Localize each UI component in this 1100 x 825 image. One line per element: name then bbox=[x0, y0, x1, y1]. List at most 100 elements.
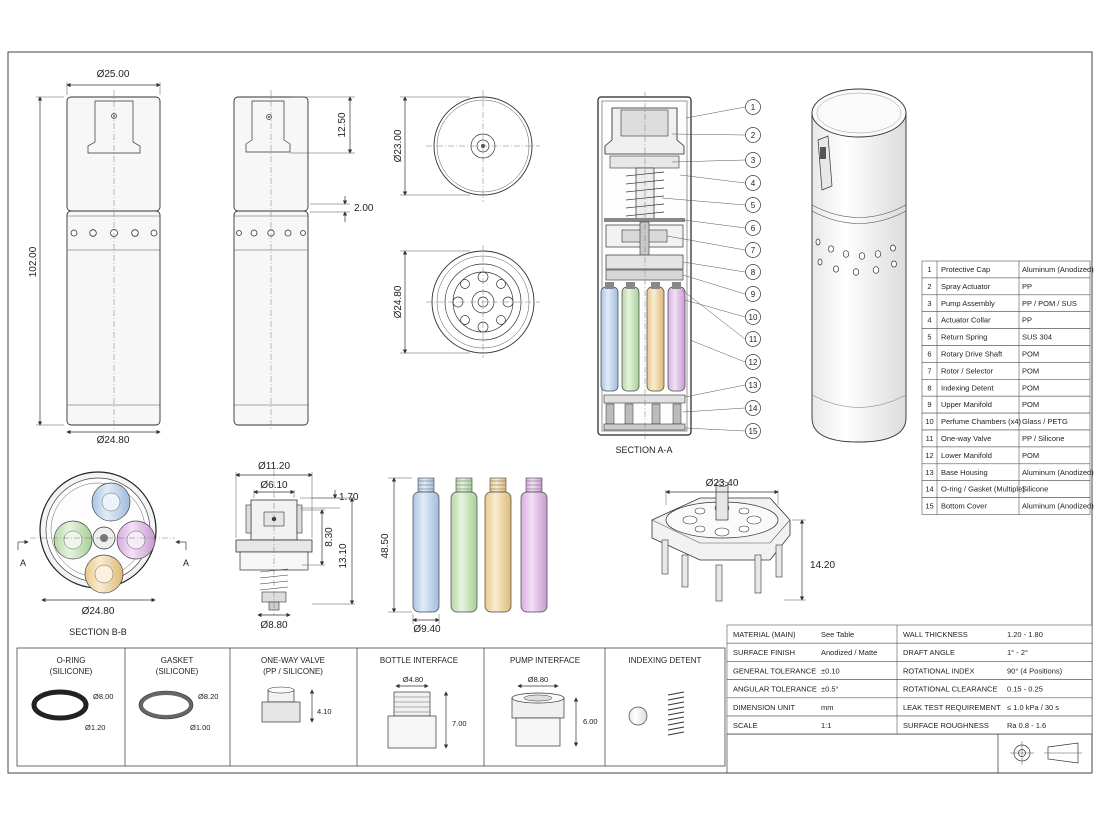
rotor-detail-view: Ø23.40 14.20 bbox=[651, 478, 835, 602]
dim-d9-40: Ø9.40 bbox=[413, 624, 441, 635]
svg-text:7.00: 7.00 bbox=[452, 719, 467, 728]
bom-row bbox=[921, 497, 1091, 515]
bom-number: 5 bbox=[927, 333, 931, 342]
bom-part-name: Return Spring bbox=[941, 333, 987, 342]
balloon-2: 2 bbox=[751, 131, 756, 140]
dim-h14-20: 14.20 bbox=[810, 560, 835, 571]
balloon-callouts: 1 2 3 4 5 6 7 8 9 10 11 12 13 14 15 bbox=[661, 99, 761, 439]
dim-h13-10: 13.10 bbox=[338, 543, 349, 568]
bom-material: SUS 304 bbox=[1022, 333, 1052, 342]
vial-pink bbox=[520, 477, 548, 613]
spec-value: See Table bbox=[821, 630, 854, 639]
detail-gasket: GASKET (SILICONE) Ø8.20 Ø1.00 bbox=[138, 656, 218, 732]
bom-number: 13 bbox=[925, 468, 933, 477]
bom-part-name: Base Housing bbox=[941, 468, 988, 477]
balloon-6: 6 bbox=[751, 224, 756, 233]
balloon-11: 11 bbox=[749, 335, 758, 344]
svg-text:Ø1.20: Ø1.20 bbox=[85, 723, 105, 732]
balloon-7: 7 bbox=[751, 246, 756, 255]
svg-text:Ø4.80: Ø4.80 bbox=[403, 675, 423, 684]
bom-number: 2 bbox=[927, 282, 931, 291]
bom-material: Glass / PETG bbox=[1022, 417, 1068, 426]
spec-key: MATERIAL (MAIN) bbox=[733, 630, 796, 639]
third-angle-projection-icon bbox=[1010, 741, 1082, 765]
bom-part-name: Pump Assembly bbox=[941, 299, 995, 308]
spec-key: ANGULAR TOLERANCE bbox=[733, 685, 817, 694]
svg-text:Ø1.00: Ø1.00 bbox=[190, 723, 210, 732]
dim-h12-50: 12.50 bbox=[337, 112, 348, 137]
dim-d24-80-front: Ø24.80 bbox=[97, 435, 130, 446]
bom-part-name: One-way Valve bbox=[941, 434, 991, 443]
balloon-10: 10 bbox=[749, 313, 758, 322]
isometric-view bbox=[811, 88, 907, 443]
svg-text:ONE-WAY VALVE: ONE-WAY VALVE bbox=[261, 656, 325, 665]
spec-value: 90° (4 Positions) bbox=[1007, 666, 1063, 675]
section-chambers bbox=[600, 282, 686, 392]
bom-material: Aluminum (Anodized) bbox=[1022, 502, 1094, 511]
bom-number: 11 bbox=[926, 434, 934, 443]
dim-h48-50: 48.50 bbox=[380, 533, 391, 558]
dim-d24-80-bottom: Ø24.80 bbox=[393, 285, 404, 318]
front-view: Ø25.00 102.00 Ø24.80 bbox=[28, 69, 161, 446]
dim-d23-40: Ø23.40 bbox=[706, 478, 739, 489]
bom-number: 9 bbox=[927, 400, 931, 409]
svg-text:(SILICONE): (SILICONE) bbox=[50, 667, 93, 676]
dim-d11-20: Ø11.20 bbox=[258, 461, 290, 472]
bom-part-name: Actuator Collar bbox=[941, 316, 991, 325]
svg-text:BOTTLE INTERFACE: BOTTLE INTERFACE bbox=[380, 656, 458, 665]
section-bb-view: A A Ø24.80 SECTION B-B bbox=[17, 471, 189, 637]
dim-d8-80: Ø8.80 bbox=[260, 620, 288, 631]
detail-bottle-interface: BOTTLE INTERFACE Ø4.80 7.00 bbox=[380, 656, 467, 749]
bom-number: 12 bbox=[925, 451, 933, 460]
balloon-14: 14 bbox=[749, 404, 758, 413]
svg-text:6.00: 6.00 bbox=[583, 717, 598, 726]
bottom-view: Ø24.80 bbox=[393, 245, 540, 358]
pump-detail-view: Ø11.20 Ø6.10 1.70 8.30 13.10 Ø8.80 bbox=[235, 461, 359, 631]
bom-material: Aluminum (Anodized) bbox=[1022, 468, 1094, 477]
svg-text:(SILICONE): (SILICONE) bbox=[156, 667, 199, 676]
bom-part-name: Lower Manifold bbox=[941, 451, 992, 460]
dim-d6-10: Ø6.10 bbox=[260, 480, 288, 491]
bom-material: PP bbox=[1022, 316, 1032, 325]
bom-part-name: Indexing Detent bbox=[941, 383, 994, 392]
spec-value: 1° - 2° bbox=[1007, 648, 1028, 657]
svg-text:Ø8.00: Ø8.00 bbox=[93, 692, 113, 701]
spec-value: 0.15 - 0.25 bbox=[1007, 685, 1043, 694]
bom-material: PP / POM / SUS bbox=[1022, 299, 1077, 308]
spec-key: ROTATIONAL INDEX bbox=[903, 666, 975, 675]
detail-one-way-valve: ONE-WAY VALVE (PP / SILICONE) 4.10 bbox=[261, 656, 332, 723]
balloon-15: 15 bbox=[749, 427, 758, 436]
bom-material: POM bbox=[1022, 350, 1039, 359]
bom-material: PP / Silicone bbox=[1022, 434, 1064, 443]
bom-part-name: O-ring / Gasket (Multiple) bbox=[941, 485, 1025, 494]
spec-key: DRAFT ANGLE bbox=[903, 648, 955, 657]
dim-h8-30: 8.30 bbox=[324, 527, 335, 547]
spec-key: SURFACE FINISH bbox=[733, 648, 795, 657]
bom-number: 1 bbox=[927, 265, 931, 274]
bom-material: POM bbox=[1022, 400, 1039, 409]
section-aa-label: SECTION A-A bbox=[615, 445, 672, 455]
bom-material: Silicone bbox=[1022, 485, 1048, 494]
bom-material: POM bbox=[1022, 366, 1039, 375]
bom-part-name: Bottom Cover bbox=[941, 502, 987, 511]
dim-h2-00: 2.00 bbox=[354, 203, 374, 214]
svg-text:Ø8.20: Ø8.20 bbox=[198, 692, 218, 701]
svg-text:GASKET: GASKET bbox=[161, 656, 194, 665]
bom-number: 14 bbox=[925, 485, 933, 494]
bom-material: POM bbox=[1022, 451, 1039, 460]
svg-text:Ø8.80: Ø8.80 bbox=[528, 675, 548, 684]
bom-number: 10 bbox=[925, 417, 933, 426]
bom-material: Aluminum (Anodized) bbox=[1022, 265, 1094, 274]
spec-value: Ra 0.8 - 1.6 bbox=[1007, 721, 1046, 730]
vial-blue bbox=[412, 477, 440, 613]
dim-d23: Ø23.00 bbox=[393, 129, 404, 162]
bom-number: 7 bbox=[927, 366, 931, 375]
section-aa-view: SECTION A-A bbox=[597, 92, 692, 455]
spec-value: 1.20 - 1.80 bbox=[1007, 630, 1043, 639]
side-view: 12.50 2.00 bbox=[233, 90, 374, 430]
spec-value: Anodized / Matte bbox=[821, 648, 877, 657]
detail-pump-interface: PUMP INTERFACE Ø8.80 6.00 bbox=[510, 656, 598, 747]
spec-key: LEAK TEST REQUIREMENT bbox=[903, 703, 1001, 712]
